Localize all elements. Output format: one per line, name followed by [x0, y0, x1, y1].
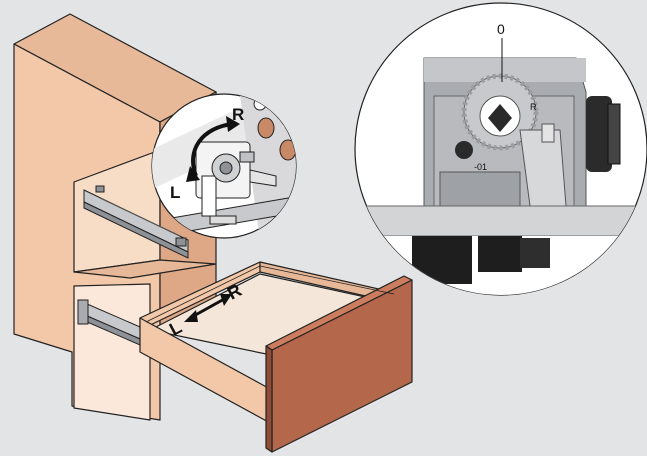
drawer [139, 261, 413, 453]
double-arrow-icon [184, 294, 232, 322]
cabinet-shelf [73, 259, 217, 279]
curved-arrow-icon [191, 122, 233, 177]
detail-circle: R -01 0 [354, 2, 647, 296]
detail-position-label: 0 [497, 21, 505, 37]
scale-mark-01: -01 [474, 162, 487, 172]
zoom-left-label: L [170, 183, 180, 202]
zoom-right-label: R [232, 105, 244, 124]
upper-runner [83, 185, 189, 259]
scale-mark-r: R [530, 102, 537, 112]
drawer-front-side-edge [265, 345, 273, 453]
